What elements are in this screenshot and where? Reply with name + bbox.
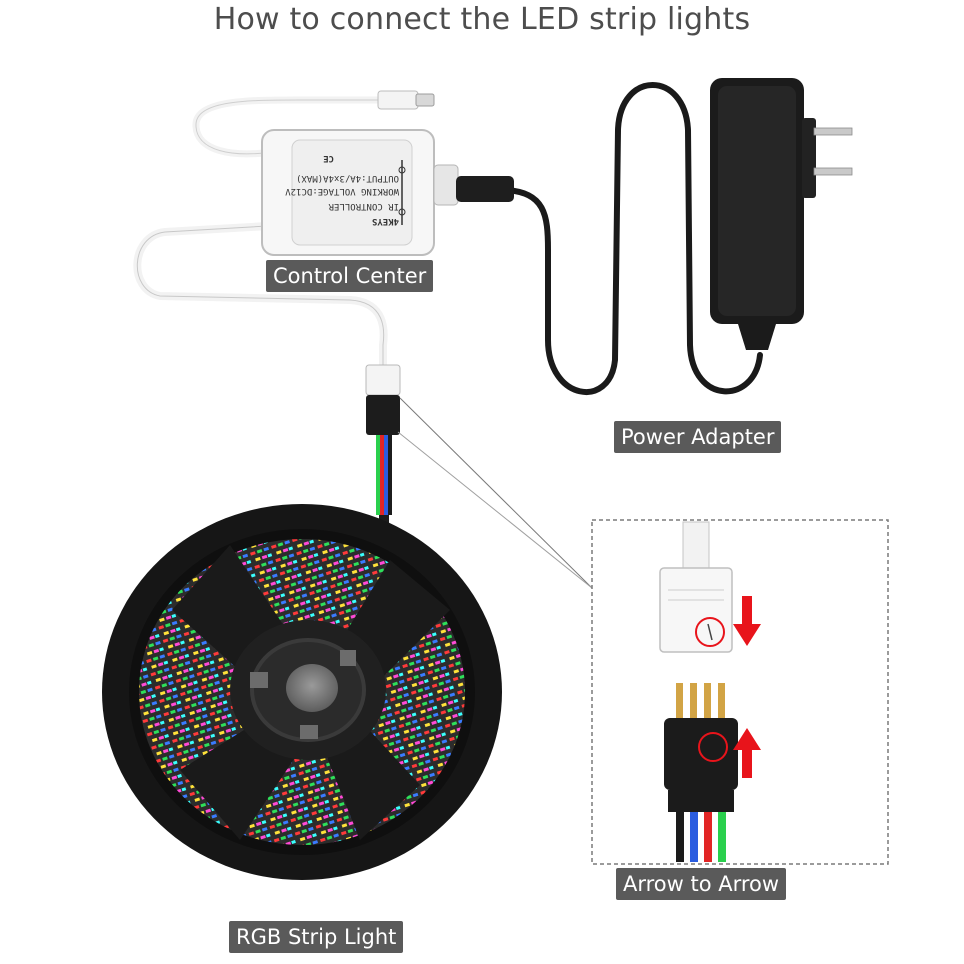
power-adapter-body	[710, 78, 816, 350]
control-center-box: 4KEYS IR CONTROLLER WORKING VOLTAGE:DC12…	[261, 129, 459, 256]
label-control-center: Control Center	[266, 260, 434, 292]
controller-strip-cable	[133, 221, 388, 369]
down-arrow-icon	[733, 596, 761, 646]
controller-output: OUTPUT:4A/3x4A(MAX)	[296, 173, 399, 183]
strip-connector	[365, 364, 401, 530]
connector-zoom-box	[591, 519, 889, 865]
rgb-strip-reel	[102, 504, 502, 880]
zoom-guide-lines	[397, 397, 593, 589]
controller-model: IR CONTROLLER	[328, 201, 399, 211]
label-power-adapter: Power Adapter	[614, 421, 782, 453]
label-rgb-strip-light: RGB Strip Light	[229, 921, 404, 953]
up-arrow-icon	[733, 728, 761, 778]
diagram-title: How to connect the LED strip lights	[213, 2, 751, 37]
controller-brand: 4KEYS	[372, 216, 399, 226]
controller-voltage: WORKING VOLTAGE:DC12V	[285, 186, 399, 196]
label-arrow-to-arrow: Arrow to Arrow	[616, 868, 787, 900]
controller-output-cable	[192, 90, 435, 158]
power-plug-icon	[813, 127, 853, 176]
ce-mark: CE	[323, 153, 334, 163]
power-adapter-cable	[456, 82, 763, 395]
